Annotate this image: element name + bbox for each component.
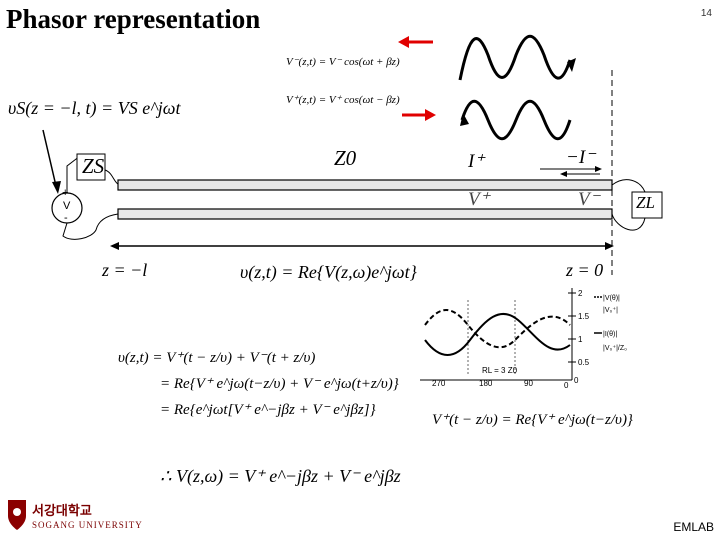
expansion-line-3: = Re{e^jωt[V⁺ e^−jβz + V⁻ e^jβz]} <box>160 402 376 418</box>
left-position-label: z = −l <box>102 260 148 280</box>
source-v-label: V <box>63 200 71 212</box>
page-title: Phasor representation <box>6 4 261 34</box>
backward-wave <box>458 34 572 81</box>
expansion-line-2: = Re{V⁺ e^jω(t−z/υ) + V⁻ e^jω(t+z/υ)} <box>160 376 399 392</box>
source-minus-sign: - <box>64 212 68 224</box>
current-magnitude-curve <box>424 313 571 356</box>
forward-wave-equation: V⁺(z,t) = V⁺ cos(ωt − βz) <box>286 94 400 106</box>
standing-wave-plot: 2 1.5 1 0.5 0 270 180 90 0 RL = 3 Z0 |V(… <box>420 288 627 390</box>
y-tick: 1.5 <box>578 312 590 321</box>
university-name-korean: 서강대학교 <box>32 503 92 518</box>
load-impedance-label: ZL <box>636 193 655 212</box>
line-conductor-top <box>117 179 613 191</box>
x-tick: 180 <box>479 379 493 388</box>
y-tick: 0.5 <box>578 358 590 367</box>
legend-current: |I(θ)| <box>603 331 617 338</box>
legend-voltage-ref: |V₀⁺| <box>603 307 618 314</box>
source-plus-sign: + <box>62 187 69 199</box>
legend-current-ref: |V₀⁺|/Z₀ <box>603 345 627 352</box>
backward-voltage-label: V⁻ <box>578 189 600 210</box>
x-tick: 0 <box>564 381 569 390</box>
phasor-result-equation: ∴ V(z,ω) = V⁺ e^−jβz + V⁻ e^jβz <box>160 466 401 486</box>
right-position-label: z = 0 <box>566 260 604 280</box>
footer-label: EMLAB <box>673 520 714 534</box>
forward-voltage-label: V⁺ <box>468 189 490 210</box>
load-label: RL = 3 Z0 <box>482 366 518 375</box>
x-tick: 270 <box>432 379 446 388</box>
backward-wave-equation: V⁻(z,t) = V⁻ cos(ωt + βz) <box>286 56 400 68</box>
source-equation: υS(z = −l, t) = VS e^jωt <box>8 98 181 118</box>
y-tick: 0 <box>574 376 579 385</box>
expansion-line-1: υ(z,t) = V⁺(t − z/υ) + V⁻(t + z/υ) <box>118 350 316 366</box>
voltage-magnitude-curve <box>424 309 571 349</box>
forward-wave-identity: V⁺(t − z/υ) = Re{V⁺ e^jω(t−z/υ)} <box>432 412 633 428</box>
time-domain-equation: υ(z,t) = Re{V(z,ω)e^jωt} <box>240 262 417 282</box>
x-tick: 90 <box>524 379 533 388</box>
backward-arrow-icon <box>398 36 433 48</box>
backward-current-label: −I⁻ <box>566 147 596 168</box>
source-impedance-box <box>76 153 106 181</box>
line-conductor-bottom <box>117 208 613 220</box>
forward-arrow-icon <box>402 109 436 121</box>
forward-current-label: I⁺ <box>468 151 485 172</box>
load-impedance-box <box>631 191 663 219</box>
forward-wave <box>460 99 572 141</box>
university-name-english: SOGANG UNIVERSITY <box>32 520 143 530</box>
source-impedance-label: ZS <box>82 154 105 178</box>
page-number: 14 <box>700 8 712 19</box>
university-seal <box>8 500 26 530</box>
y-tick: 1 <box>578 335 583 344</box>
characteristic-impedance-label: Z0 <box>334 146 357 170</box>
legend-voltage: |V(θ)| <box>603 295 620 302</box>
y-tick: 2 <box>578 289 583 298</box>
